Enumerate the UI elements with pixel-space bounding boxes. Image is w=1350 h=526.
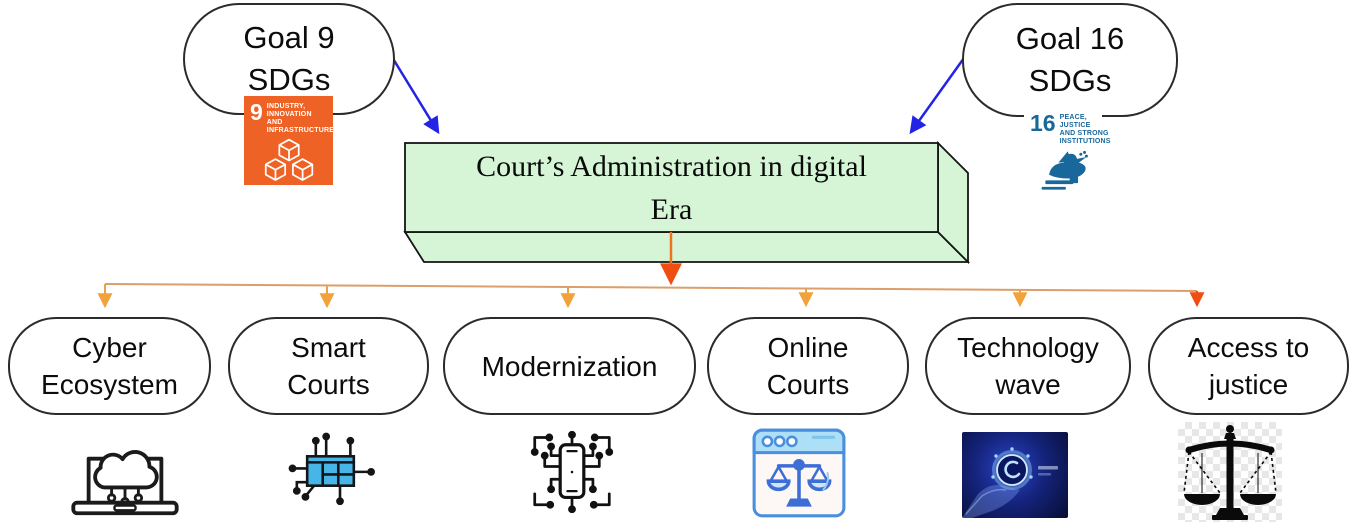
branch-label-line2: Courts [287,369,370,400]
sdg16-caption-line1: PEACE, JUSTICE [1059,114,1091,129]
branch-bubble-modernization: Modernization [443,317,696,415]
branch-label-line1: Cyber [72,332,147,363]
sdg16-badge-header: 16 PEACE, JUSTICE AND STRONG INSTITUTION… [1030,110,1110,146]
branch-label-line2: wave [995,369,1061,400]
sdg16-caption-line3: INSTITUTIONS [1059,138,1111,145]
sdg16-badge: 16 PEACE, JUSTICE AND STRONG INSTITUTION… [1024,107,1110,193]
branch-label-line1: Online [767,332,849,363]
technology-hand-photo [962,432,1068,518]
goal16-to-box-arrow [909,57,966,135]
goal9-to-box-arrow [390,56,440,135]
sdg16-dove-gavel-icon [1030,149,1098,193]
branch-label-line1: Technology [957,332,1099,363]
sdg9-badge: 9 INDUSTRY, INNOVATION AND INFRASTRUCTUR… [244,96,334,186]
sdg16-caption-line2: AND STRONG [1059,130,1109,137]
branch-bubble-online-courts: Online Courts [707,317,909,415]
circuit-chip-icon [283,426,378,521]
center-box-label-line1: Court’s Administration in digital [476,149,867,183]
cloud-computing-laptop-icon [58,426,192,526]
sdg9-caption-line2: AND INFRASTRUCTURE [266,119,335,134]
sdg9-caption-line1: INDUSTRY, INNOVATION [266,103,312,118]
branch-label-line1: Modernization [481,350,658,382]
branch-bubble-cyber-ecosystem: Cyber Ecosystem [8,317,211,415]
goal9-subtitle: SDGs [247,62,331,97]
online-court-browser-icon [748,424,850,526]
goal16-subtitle: SDGs [1028,63,1112,98]
sdg16-caption: PEACE, JUSTICE AND STRONG INSTITUTIONS [1060,112,1111,146]
center-box-label: Court’s Administration in digital Era [405,143,938,232]
sdg9-caption: INDUSTRY, INNOVATION AND INFRASTRUCTURE [267,101,334,135]
branch-drop-arrows [97,284,1205,309]
branch-bubble-technology-wave: Technology wave [925,317,1131,415]
branch-bubble-access-to-justice: Access to justice [1148,317,1349,415]
center-box-label-line2: Era [650,192,693,226]
branch-connector-line [104,283,1198,292]
branch-label-line2: Ecosystem [41,369,178,400]
branch-label-line2: justice [1208,369,1289,400]
branch-label-line1: Access to [1187,332,1310,363]
digital-circuit-phone-icon [522,424,622,525]
justice-scales-icon [1178,422,1282,522]
sdg9-number: 9 [250,99,263,125]
branch-label-line1: Smart [291,332,366,363]
goal9-title: Goal 9 [243,20,335,55]
goal16-sdg-bubble: Goal 16 SDGs [962,3,1178,117]
branch-bubble-smart-courts: Smart Courts [228,317,429,415]
sdg9-badge-header: 9 INDUSTRY, INNOVATION AND INFRASTRUCTUR… [250,99,334,135]
sdg9-cubes-icon [250,138,329,186]
goal16-title: Goal 16 [1015,21,1125,56]
sdg16-number: 16 [1030,110,1056,136]
branch-label-line2: Courts [766,369,850,400]
